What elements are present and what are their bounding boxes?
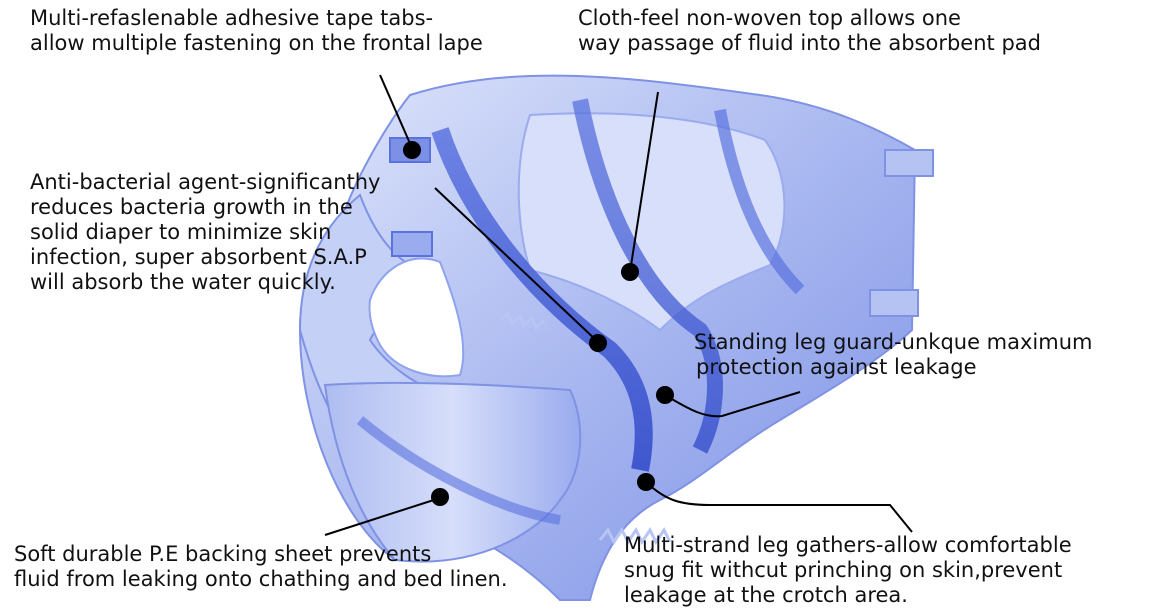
callout-top-sheet: Cloth-feel non-woven top allows one way … xyxy=(578,6,1041,56)
dot-top-sheet xyxy=(621,263,639,281)
dot-backing-sheet xyxy=(431,488,449,506)
callout-line: reduces bacteria growth in the xyxy=(30,195,380,220)
callout-backing-sheet: Soft durable P.E backing sheet prevents … xyxy=(14,542,508,592)
callout-tape-tabs: Multi-refaslenable adhesive tape tabs- a… xyxy=(30,6,483,56)
dot-anti-bacterial xyxy=(589,334,607,352)
leader-leg-gathers xyxy=(646,482,912,532)
callout-line: snug fit withcut prinching on skin,preve… xyxy=(624,558,1072,583)
callout-anti-bacterial: Anti-bacterial agent-significanthy reduc… xyxy=(30,170,380,295)
callout-line: Standing leg guard-unkque maximum xyxy=(694,330,1093,355)
callout-line: will absorb the water quickly. xyxy=(30,270,380,295)
callout-line: Soft durable P.E backing sheet prevents xyxy=(14,542,508,567)
callout-leg-guard: Standing leg guard-unkque maximum protec… xyxy=(694,330,1093,380)
callout-line: allow multiple fastening on the frontal … xyxy=(30,31,483,56)
callout-line: Multi-strand leg gathers-allow comfortab… xyxy=(624,533,1072,558)
callout-leg-gathers: Multi-strand leg gathers-allow comfortab… xyxy=(624,533,1072,608)
callout-line: fluid from leaking onto chathing and bed… xyxy=(14,567,508,592)
dot-tape-tabs xyxy=(403,141,421,159)
callout-line: solid diaper to minimize skin xyxy=(30,220,380,245)
callout-line: protection against leakage xyxy=(694,355,1093,380)
callout-line: Cloth-feel non-woven top allows one xyxy=(578,6,1041,31)
dot-leg-gathers xyxy=(637,473,655,491)
dot-leg-guard xyxy=(656,386,674,404)
callout-line: Multi-refaslenable adhesive tape tabs- xyxy=(30,6,483,31)
callout-line: leakage at the crotch area. xyxy=(624,583,1072,608)
callout-line: way passage of fluid into the absorbent … xyxy=(578,31,1041,56)
callout-line: infection, super absorbent S.A.P xyxy=(30,245,380,270)
callout-line: Anti-bacterial agent-significanthy xyxy=(30,170,380,195)
